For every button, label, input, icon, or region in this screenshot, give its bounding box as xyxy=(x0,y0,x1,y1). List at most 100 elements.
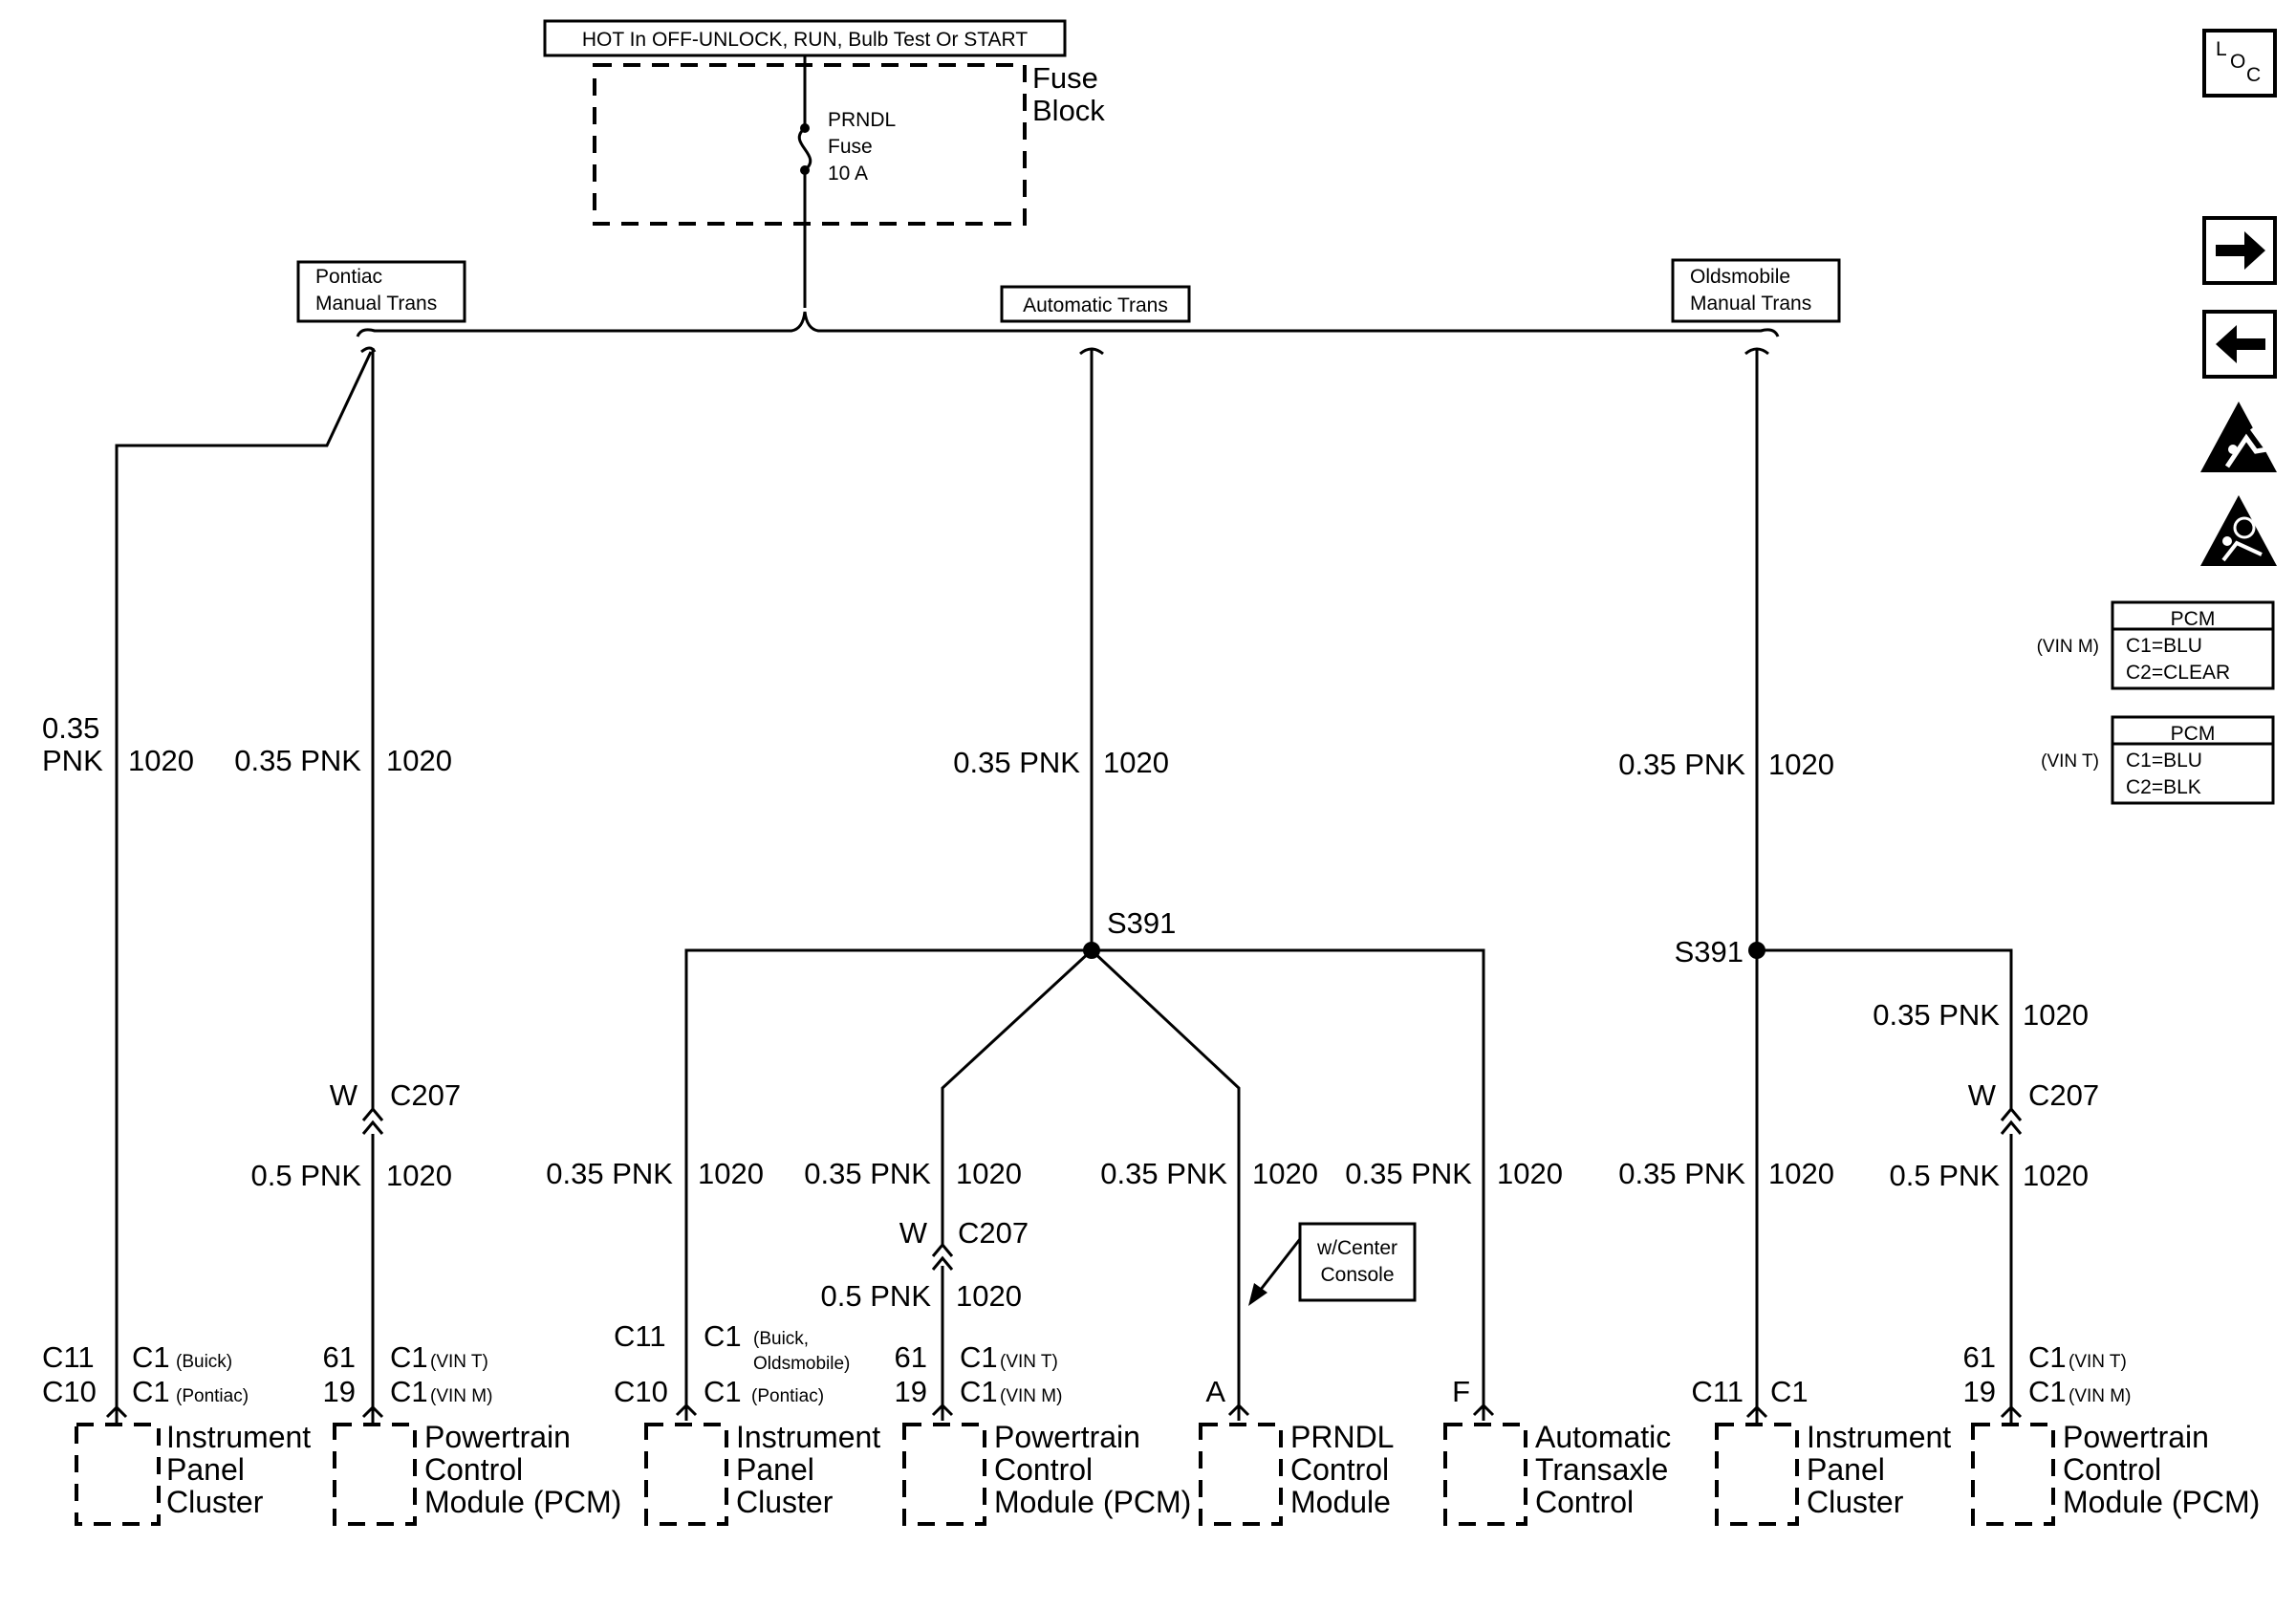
circuit-number: 1020 xyxy=(128,744,194,777)
component-powertrain-control-module[interactable]: Powertrain Control Module (PCM) xyxy=(902,1420,1191,1526)
pin-label: 19 xyxy=(323,1375,356,1408)
svg-text:Powertrain: Powertrain xyxy=(2063,1420,2209,1454)
circuit-number: 1020 xyxy=(1497,1157,1563,1190)
connector-qualifier: (VIN T) xyxy=(2069,1352,2127,1372)
oldsmobile-option-box xyxy=(1671,258,1841,323)
loc-l: L xyxy=(2216,38,2227,60)
location-view-button[interactable]: L O C xyxy=(2202,29,2277,98)
connector-qualifier: (Pontiac) xyxy=(751,1386,824,1406)
pin-label: F xyxy=(1452,1375,1470,1408)
svg-text:Instrument: Instrument xyxy=(166,1420,311,1454)
circuit-number: 1020 xyxy=(1103,746,1169,779)
connector-c207: C207 xyxy=(958,1216,1029,1250)
airbag-warning-icon[interactable] xyxy=(2200,495,2277,566)
connector-label: C1 xyxy=(132,1375,170,1408)
svg-text:Powertrain: Powertrain xyxy=(424,1420,571,1454)
pin-label: A xyxy=(1205,1375,1225,1408)
splice-label: S391 xyxy=(1675,935,1744,968)
pcm-table-row: C2=CLEAR xyxy=(2126,662,2230,684)
connector-qualifier: (VIN M) xyxy=(1000,1386,1062,1406)
circuit-number: 1020 xyxy=(1768,1157,1834,1190)
component-instrument-panel-cluster[interactable]: Instrument Panel Cluster xyxy=(1715,1420,1951,1526)
svg-text:Panel: Panel xyxy=(736,1452,814,1487)
wire-size-color: 0.35 PNK xyxy=(953,746,1080,779)
component-powertrain-control-module[interactable]: Powertrain Control Module (PCM) xyxy=(1971,1420,2260,1526)
svg-text:Instrument: Instrument xyxy=(1807,1420,1951,1454)
svg-text:Module: Module xyxy=(1290,1485,1391,1519)
pontiac-option-box xyxy=(296,260,466,323)
circuit-number: 1020 xyxy=(956,1279,1022,1313)
connector-qualifier: Oldsmobile) xyxy=(753,1354,850,1374)
splice-label: S391 xyxy=(1107,906,1176,940)
esd-warning-icon[interactable] xyxy=(2200,402,2277,472)
fuse-block-outline xyxy=(593,63,1027,226)
connector-pin-w: W xyxy=(899,1216,928,1250)
callout-text: w/Center xyxy=(1316,1237,1397,1259)
circuit-number: 1020 xyxy=(956,1157,1022,1190)
wire-automatic xyxy=(1079,347,1104,950)
svg-text:Transaxle: Transaxle xyxy=(1535,1452,1668,1487)
next-page-button[interactable] xyxy=(2202,216,2277,285)
connector-label: C1 xyxy=(960,1375,998,1408)
pcm-table-row: C1=BLU xyxy=(2126,635,2202,657)
pin-label: 61 xyxy=(323,1340,356,1374)
pcm-connector-table: PCM C1=BLU C2=BLK xyxy=(2111,715,2275,805)
connector-label: C1 xyxy=(2028,1375,2067,1408)
fuse-block-label-2: Block xyxy=(1032,94,1105,127)
svg-text:Instrument: Instrument xyxy=(736,1420,880,1454)
wire-size-color: 0.35 PNK xyxy=(234,744,361,777)
svg-text:Powertrain: Powertrain xyxy=(994,1420,1140,1454)
previous-page-button[interactable] xyxy=(2202,310,2277,379)
connector-label: C1 xyxy=(132,1340,170,1374)
pcm-connector-table: PCM C1=BLU C2=CLEAR xyxy=(2111,600,2275,690)
circuit-number: 1020 xyxy=(698,1157,764,1190)
wire-size-color: 0.35 PNK xyxy=(546,1157,673,1190)
wire-color: PNK xyxy=(42,744,103,777)
wire-size-color: 0.35 PNK xyxy=(1618,1157,1745,1190)
wire-oldsmobile xyxy=(1744,347,1769,1425)
c207-connector-symbol xyxy=(2000,1106,2023,1135)
wire-size-color: 0.35 PNK xyxy=(1345,1157,1472,1190)
automatic-option-label: Automatic Trans xyxy=(1023,294,1168,316)
fuse-word: Fuse xyxy=(828,136,873,158)
connector-c207: C207 xyxy=(390,1078,461,1112)
component-instrument-panel-cluster[interactable]: Instrument Panel Cluster xyxy=(644,1420,880,1526)
svg-text:Automatic: Automatic xyxy=(1535,1420,1671,1454)
splice-branch-olds xyxy=(1757,948,2013,1425)
svg-text:Module (PCM): Module (PCM) xyxy=(424,1485,621,1519)
connector-qualifier: (Pontiac) xyxy=(176,1386,249,1406)
svg-text:Cluster: Cluster xyxy=(166,1485,264,1519)
c207-connector-symbol xyxy=(361,1106,384,1135)
connector-pin-w: W xyxy=(1968,1078,1997,1112)
svg-text:Control: Control xyxy=(994,1452,1093,1487)
wire-size-color: 0.5 PNK xyxy=(1890,1159,2001,1192)
hot-label: HOT In OFF-UNLOCK, RUN, Bulb Test Or STA… xyxy=(582,29,1029,51)
wire-size-color: 0.5 PNK xyxy=(821,1279,932,1313)
fuse-block-label: Fuse xyxy=(1032,61,1098,95)
component-prndl-control-module[interactable]: PRNDL Control Module xyxy=(1199,1420,1394,1526)
wire-size-color: 0.35 PNK xyxy=(804,1157,931,1190)
component-instrument-panel-cluster[interactable]: Instrument Panel Cluster xyxy=(75,1420,311,1526)
component-automatic-transaxle-control[interactable]: Automatic Transaxle Control xyxy=(1443,1420,1671,1526)
connector-label: C1 xyxy=(1770,1375,1809,1408)
circuit-number: 1020 xyxy=(2023,1159,2089,1192)
pin-label: 61 xyxy=(895,1340,927,1374)
pontiac-option-label-2: Manual Trans xyxy=(315,293,437,315)
connector-label: C11 xyxy=(42,1340,95,1374)
wire-pontiac-pcm xyxy=(360,346,377,1425)
component-powertrain-control-module[interactable]: Powertrain Control Module (PCM) xyxy=(333,1420,621,1526)
svg-text:Panel: Panel xyxy=(1807,1452,1885,1487)
circuit-number: 1020 xyxy=(386,744,452,777)
connector-label: C1 xyxy=(704,1375,742,1408)
connector-qualifier: (VIN M) xyxy=(2069,1386,2131,1406)
fuse-rating: 10 A xyxy=(828,163,868,185)
connector-label: C1 xyxy=(390,1340,428,1374)
pcm-table-row: C2=BLK xyxy=(2126,776,2201,798)
wire-size-color: 0.35 PNK xyxy=(1873,998,2000,1032)
splice-branches-auto xyxy=(684,948,1485,1421)
svg-text:Panel: Panel xyxy=(166,1452,245,1487)
oldsmobile-option-label: Oldsmobile xyxy=(1690,266,1790,288)
connector-label: C1 xyxy=(704,1319,742,1353)
prndl-fuse xyxy=(797,55,812,308)
